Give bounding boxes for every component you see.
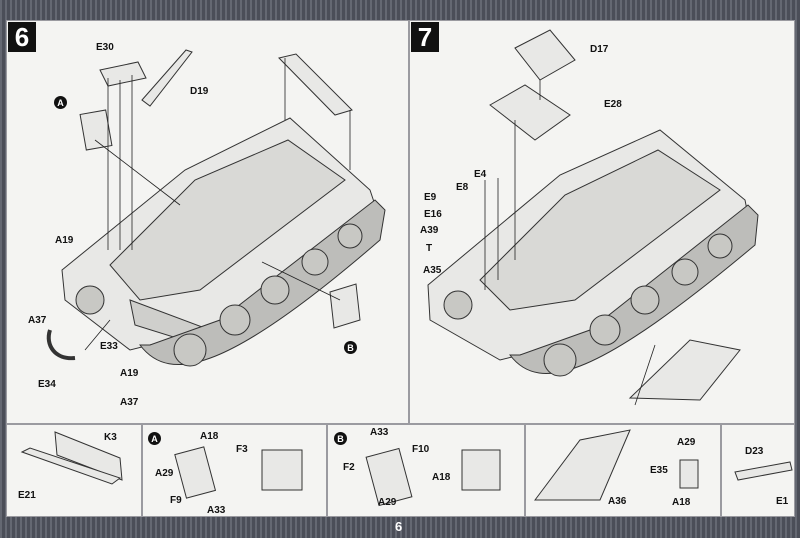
label-f2: F2 [343, 462, 355, 473]
label-a19-upper: A19 [55, 235, 74, 246]
callout-a-step6: A [54, 96, 67, 109]
label-e1: E1 [776, 496, 789, 507]
label-a37-lower: A37 [120, 397, 139, 408]
label-a39: A39 [420, 225, 439, 236]
label-a19-lower: A19 [120, 368, 139, 379]
hull-floor-step7 [479, 149, 721, 311]
label-a33-a: A33 [207, 505, 226, 516]
part-top-plate [278, 53, 353, 116]
part-b-plate [329, 283, 361, 329]
label-d23: D23 [745, 446, 764, 457]
label-e28: E28 [604, 99, 622, 110]
label-e35: E35 [650, 465, 668, 476]
part-e28 [489, 84, 571, 141]
label-k3: K3 [104, 432, 117, 443]
label-e33: E33 [100, 341, 118, 352]
label-a33-b: A33 [370, 427, 389, 438]
label-e4: E4 [474, 169, 487, 180]
label-a29-a: A29 [155, 468, 174, 479]
label-a37-upper: A37 [28, 315, 47, 326]
label-t: T [426, 243, 433, 254]
track-step7 [508, 204, 759, 374]
label-e34: E34 [38, 379, 56, 390]
label-f3: F3 [236, 444, 248, 455]
part-d19 [141, 49, 193, 107]
callout-b-step6: B [344, 341, 357, 354]
part-ramp [628, 339, 741, 401]
label-f10: F10 [412, 444, 430, 455]
label-e16: E16 [424, 209, 442, 220]
label-e21: E21 [18, 490, 36, 501]
track-step6 [138, 199, 386, 365]
label-a29-b: A29 [378, 497, 397, 508]
part-e21 [20, 447, 122, 485]
label-f9: F9 [170, 495, 182, 506]
part-k3 [54, 431, 123, 481]
label-d17: D17 [590, 44, 609, 55]
callout-b-subpanel: B [334, 432, 347, 445]
label-a29-e: A29 [677, 437, 696, 448]
part-a-plate [79, 109, 113, 151]
label-e30: E30 [96, 42, 114, 53]
label-a18-e: A18 [672, 497, 691, 508]
label-a36: A36 [608, 496, 627, 507]
page-number: 6 [395, 519, 403, 534]
label-a18-b: A18 [432, 472, 451, 483]
label-e8: E8 [456, 182, 469, 193]
label-d19: D19 [190, 86, 209, 97]
label-a35: A35 [423, 265, 442, 276]
part-e30 [99, 61, 147, 87]
step-number-6: 6 [8, 22, 36, 52]
part-d17 [514, 29, 576, 81]
callout-a-subpanel: A [148, 432, 161, 445]
part-e34 [46, 329, 76, 361]
step-number-7: 7 [411, 22, 439, 52]
label-a18-a: A18 [200, 431, 219, 442]
hull-floor-step6 [109, 139, 346, 301]
label-e9: E9 [424, 192, 437, 203]
